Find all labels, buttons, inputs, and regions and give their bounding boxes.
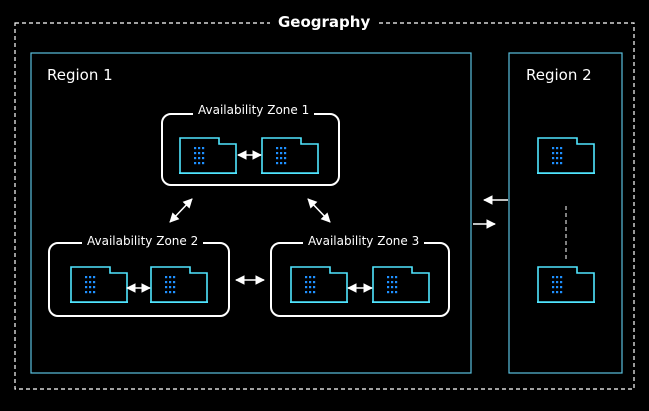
- az-2-datacenter-a-icon: [70, 266, 128, 303]
- az-1-to-az-2-arrow-icon: [169, 198, 193, 223]
- az-1-datacenter-a-icon: [179, 137, 237, 174]
- az-3-datacenter-b-icon: [372, 266, 430, 303]
- az-1-box: [161, 113, 340, 186]
- az-2-box: [48, 242, 230, 317]
- az-3-label: Availability Zone 3: [303, 234, 425, 248]
- az-1-to-az-3-arrow-icon: [307, 198, 331, 223]
- az-3-box: [270, 242, 450, 317]
- region-1-label: Region 1: [47, 66, 113, 84]
- region-1-box: [30, 52, 472, 374]
- region-2-box: [508, 52, 623, 374]
- region-2-datacenter-b-icon: [537, 266, 595, 303]
- az-1-datacenter-b-icon: [261, 137, 319, 174]
- geography-label: Geography: [270, 13, 379, 31]
- az-2-datacenter-b-icon: [150, 266, 208, 303]
- az-2-label: Availability Zone 2: [82, 234, 204, 248]
- region-2-label: Region 2: [526, 66, 592, 84]
- az-3-datacenter-a-icon: [290, 266, 348, 303]
- az-1-label: Availability Zone 1: [193, 103, 315, 117]
- region-2-datacenter-a-icon: [537, 137, 595, 174]
